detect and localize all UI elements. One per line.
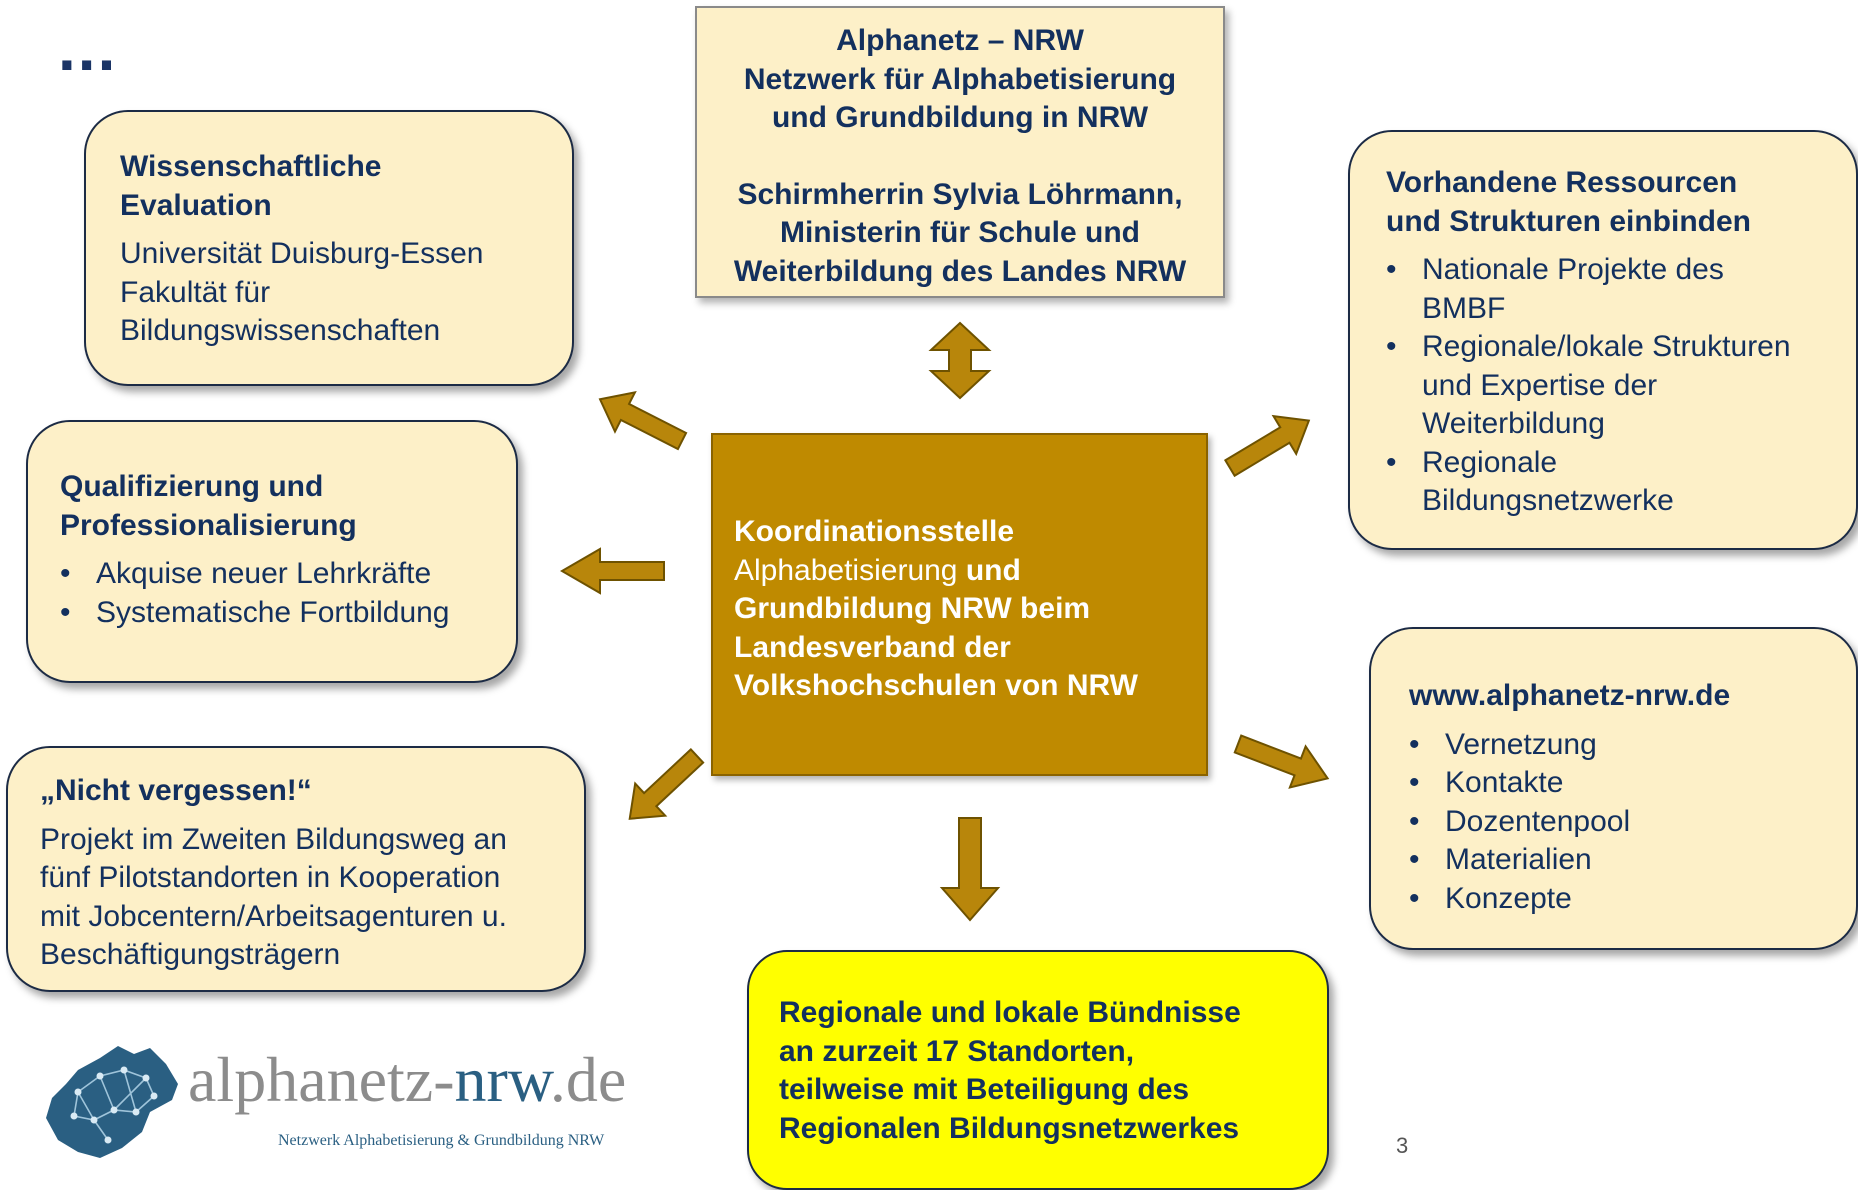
qualification-box: Qualifizierung und Professionalisierung … [26, 420, 518, 683]
alphanetz-logo: alphanetz-nrw.de Netzwerk Alphabetisieru… [38, 1040, 678, 1170]
bottom-line-2: an zurzeit 17 Standorten, [779, 1034, 1135, 1068]
list-item: Dozentenpool [1409, 803, 1836, 842]
website-list: Vernetzung Kontakte Dozentenpool Materia… [1409, 726, 1836, 919]
center-bold-1: Koordinationsstelle [734, 515, 1015, 548]
evaluation-title-line-1: Wissenschaftliche [120, 150, 382, 183]
center-bold-3: Grundbildung NRW beim [734, 592, 1091, 625]
page-number: 3 [1396, 1133, 1409, 1158]
arrow-to-nicht-vergessen [628, 748, 705, 820]
nicht-body-line-3: mit Jobcentern/Arbeitsagenturen u. [40, 899, 507, 933]
qualification-title-line-2: Professionalisierung [60, 508, 357, 542]
resources-item-3-line-1: Regionale [1422, 445, 1558, 479]
website-title[interactable]: www.alphanetz-nrw.de [1409, 679, 1731, 712]
resources-title-line-1: Vorhandene Ressourcen [1386, 166, 1738, 199]
list-item: Kontakte [1409, 764, 1836, 803]
resources-item-2-line-3: Weiterbildung [1422, 407, 1605, 440]
center-bold-5: Volkshochschulen von NRW [734, 669, 1138, 702]
nicht-body-line-4: Beschäftigungsträgern [40, 938, 341, 971]
resources-item-2-line-1: Regionale/lokale Strukturen [1422, 330, 1791, 363]
resources-list: Nationale Projekte des BMBF Regionale/lo… [1386, 251, 1836, 521]
center-normal-1: Alphabetisierung [734, 553, 966, 587]
evaluation-body-line-3: Bildungswissenschaften [120, 314, 441, 347]
website-box: www.alphanetz-nrw.de Vernetzung Kontakte… [1369, 627, 1858, 950]
arrow-to-bundnisse [939, 817, 1001, 922]
list-item: Vernetzung [1409, 726, 1836, 765]
list-item: Regionale Bildungsnetzwerke [1386, 444, 1836, 521]
nicht-body-line-2: fünf Pilotstandorten in Kooperation [40, 861, 501, 894]
logo-subtitle: Netzwerk Alphabetisierung & Grundbildung… [278, 1132, 605, 1149]
nicht-body-line-1: Projekt im Zweiten Bildungsweg an [40, 822, 507, 856]
list-item: Materialien [1409, 841, 1836, 880]
bottom-line-1: Regionale und lokale Bündnisse [779, 996, 1241, 1029]
nicht-vergessen-box: „Nicht vergessen!“ Projekt im Zweiten Bi… [6, 746, 586, 992]
resources-title-line-2: und Strukturen einbinden [1386, 204, 1751, 238]
top-line-2: Netzwerk für Alphabetisierung [743, 62, 1177, 96]
evaluation-body-line-1: Universität Duisburg-Essen [120, 237, 484, 270]
resources-box: Vorhandene Ressourcen und Strukturen ein… [1348, 130, 1858, 550]
center-bold-4: Landesverband der [734, 630, 1011, 664]
logo-wordmark: alphanetz-nrw.de [188, 1044, 627, 1115]
top-line-4: Schirmherrin Sylvia Löhrmann, [737, 177, 1183, 211]
center-bold-2: und [965, 553, 1021, 587]
list-item: Nationale Projekte des BMBF [1386, 251, 1836, 328]
list-item: Konzepte [1409, 880, 1836, 919]
bottom-line-4: Regionalen Bildungsnetzwerkes [779, 1111, 1240, 1145]
buendnisse-box: Regionale und lokale Bündnisse an zurzei… [747, 950, 1329, 1190]
top-line-1: Alphanetz – NRW [836, 24, 1084, 57]
list-item: Systematische Fortbildung [60, 594, 492, 633]
arrow-to-evaluation [598, 390, 688, 451]
resources-item-1-line-1: Nationale Projekte des [1422, 253, 1724, 286]
evaluation-body: Universität Duisburg-Essen Fakultät für … [120, 235, 542, 351]
arrow-to-website [1233, 734, 1330, 789]
list-item: Akquise neuer Lehrkräfte [60, 555, 492, 594]
resources-item-3-line-2: Bildungsnetzwerke [1422, 484, 1674, 517]
list-item: Regionale/lokale Strukturen und Expertis… [1386, 328, 1836, 444]
top-line-6: Weiterbildung des Landes NRW [733, 254, 1187, 288]
ellipsis-heading: ... [58, 12, 118, 84]
resources-item-1-line-2: BMBF [1422, 291, 1506, 325]
koordinationsstelle-box: Koordinationsstelle Alphabetisierung und… [711, 433, 1208, 776]
evaluation-title-line-2: Evaluation [120, 188, 272, 222]
top-line-3: und Grundbildung in NRW [771, 101, 1149, 134]
evaluation-box: Wissenschaftliche Evaluation Universität… [84, 110, 574, 386]
double-arrow-top [928, 321, 992, 400]
alphanetz-header-box: Alphanetz – NRW Netzwerk für Alphabetisi… [695, 6, 1225, 298]
qualification-title: Qualifizierung und Professionalisierung [60, 468, 492, 545]
nicht-vergessen-title: „Nicht vergessen!“ [40, 774, 312, 807]
resources-title: Vorhandene Ressourcen und Strukturen ein… [1386, 164, 1836, 241]
bottom-line-3: teilweise mit Beteiligung des [779, 1073, 1190, 1106]
arrow-to-resources [1223, 414, 1311, 478]
resources-item-2-line-2: und Expertise der [1422, 368, 1658, 402]
qualification-list: Akquise neuer Lehrkräfte Systematische F… [60, 555, 492, 632]
top-line-5: Ministerin für Schule und [779, 216, 1140, 249]
qualification-title-line-1: Qualifizierung und [60, 470, 324, 503]
evaluation-title: Wissenschaftliche Evaluation [120, 148, 542, 225]
arrow-to-qualification [560, 547, 665, 595]
evaluation-body-line-2: Fakultät für [120, 275, 271, 309]
nicht-vergessen-body: Projekt im Zweiten Bildungsweg an fünf P… [40, 821, 564, 975]
nrw-map-network-icon [46, 1046, 178, 1158]
